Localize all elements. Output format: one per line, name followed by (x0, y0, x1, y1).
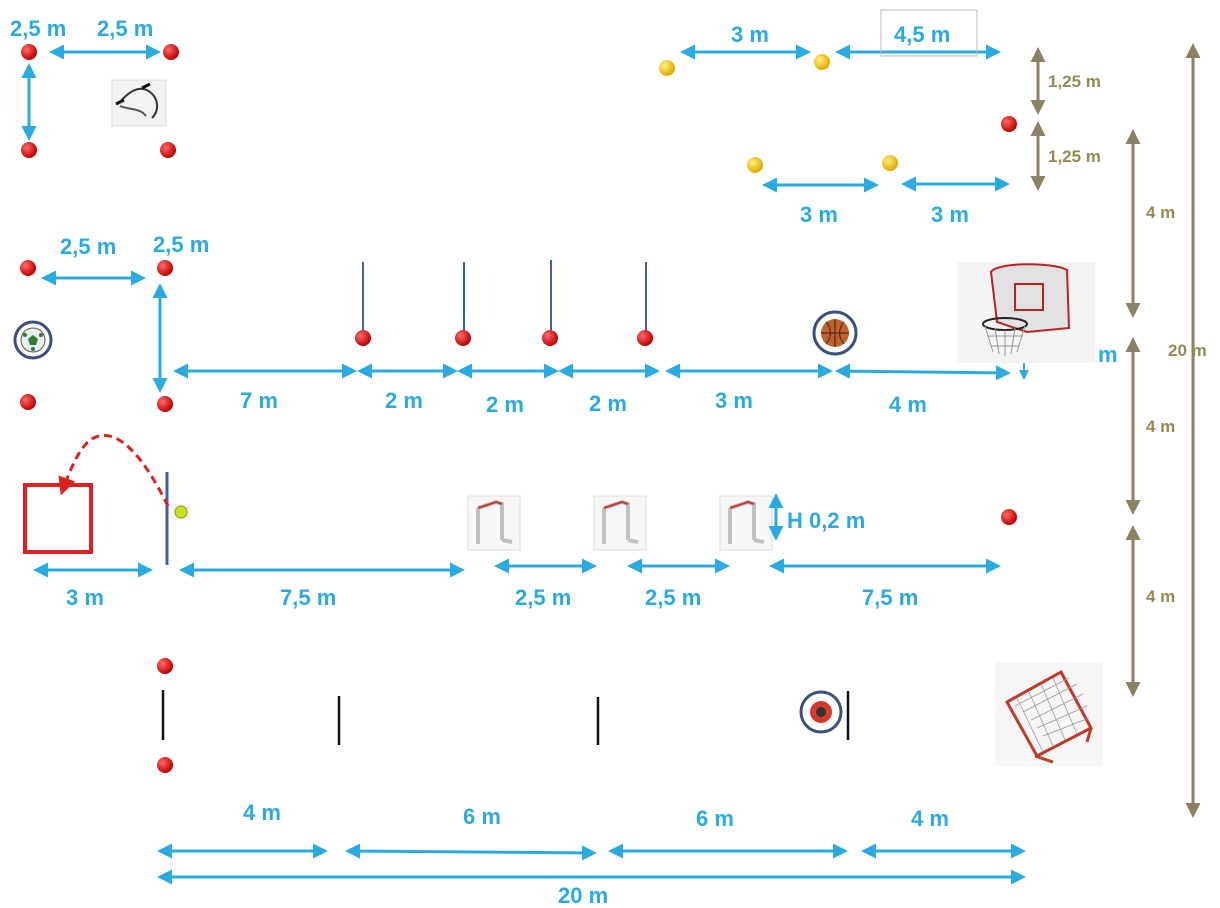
station-top-right: 3 m 4,5 m 3 m 3 m (659, 9, 1017, 227)
label: 3 m (931, 202, 969, 227)
label: 2,5 m (515, 585, 571, 610)
cone (160, 142, 176, 158)
label-box (880, 9, 978, 57)
label: 6 m (463, 804, 501, 829)
cone (355, 330, 371, 346)
medicine-ball-icon (799, 690, 843, 734)
label: 2,5 m (10, 16, 66, 41)
cone (157, 757, 173, 773)
hurdle-icon (467, 495, 521, 551)
label: 3 m (800, 202, 838, 227)
label: 20 m (1168, 341, 1207, 360)
label: 2 m (486, 392, 524, 417)
label: 2,5 m (97, 16, 153, 41)
label: 2,5 m (60, 234, 116, 259)
label: 4 m (911, 806, 949, 831)
right-measures: 1,25 m 1,25 m 4 m 4 m 4 m 20 m (1030, 43, 1207, 818)
basketball-hoop-icon (957, 262, 1095, 363)
label: 4 m (889, 392, 927, 417)
label: 4 m (1146, 587, 1175, 606)
cone (21, 44, 37, 60)
yellow-cone (814, 54, 830, 70)
label: 3 m (66, 585, 104, 610)
football-icon (13, 320, 53, 360)
station-hurdles: H 0,2 m 7,5 m 2,5 m 2,5 m 7,5 m (179, 493, 1017, 610)
cone (1001, 116, 1017, 132)
station-sprint: 4 m 6 m 6 m 4 m 20 m (157, 658, 1103, 908)
cone (20, 260, 36, 276)
basketball-icon (812, 310, 858, 356)
cone (20, 394, 36, 410)
station-top-left: 2,5 m 2,5 m (10, 16, 179, 158)
cone (637, 330, 653, 346)
cone (21, 142, 37, 158)
cone (455, 330, 471, 346)
label: 7,5 m (862, 585, 918, 610)
label: 4 m (243, 800, 281, 825)
label: m (1098, 342, 1118, 367)
label: 4,5 m (894, 22, 950, 47)
label: 7 m (240, 388, 278, 413)
cone (157, 658, 173, 674)
label: 6 m (696, 806, 734, 831)
label: 1,25 m (1048, 147, 1101, 166)
rebound-net-icon (995, 662, 1103, 766)
label: 2 m (385, 388, 423, 413)
cone (542, 330, 558, 346)
arrow-h (835, 363, 1011, 381)
yellow-cone (659, 60, 675, 76)
station-slalom: 7 m 2 m 2 m 2 m 3 m 4 m m (173, 260, 1118, 417)
label: 20 m (558, 883, 608, 908)
cone (1001, 509, 1017, 525)
yellow-cone (747, 157, 763, 173)
station-mid-left: 2,5 m 2,5 m (13, 232, 209, 412)
arrow-h (345, 843, 597, 861)
label: 1,25 m (1048, 72, 1101, 91)
hurdle-icon (593, 495, 647, 551)
label: 2,5 m (645, 585, 701, 610)
label: 3 m (715, 388, 753, 413)
hurdle-icon (719, 495, 773, 551)
label: 7,5 m (280, 585, 336, 610)
label: 4 m (1146, 203, 1175, 222)
target-square (23, 483, 93, 554)
label: 2 m (589, 391, 627, 416)
cone (157, 396, 173, 412)
cone (157, 260, 173, 276)
throw-trajectory (58, 433, 170, 507)
yellow-cone (882, 155, 898, 171)
label: 4 m (1146, 417, 1175, 436)
tennis-ball-icon (171, 504, 191, 520)
label: H 0,2 m (787, 508, 865, 533)
label: 3 m (731, 22, 769, 47)
label: 2,5 m (153, 232, 209, 257)
jump-rope-icon (111, 79, 167, 127)
cone (163, 44, 179, 60)
station-throw: 3 m (23, 433, 191, 610)
